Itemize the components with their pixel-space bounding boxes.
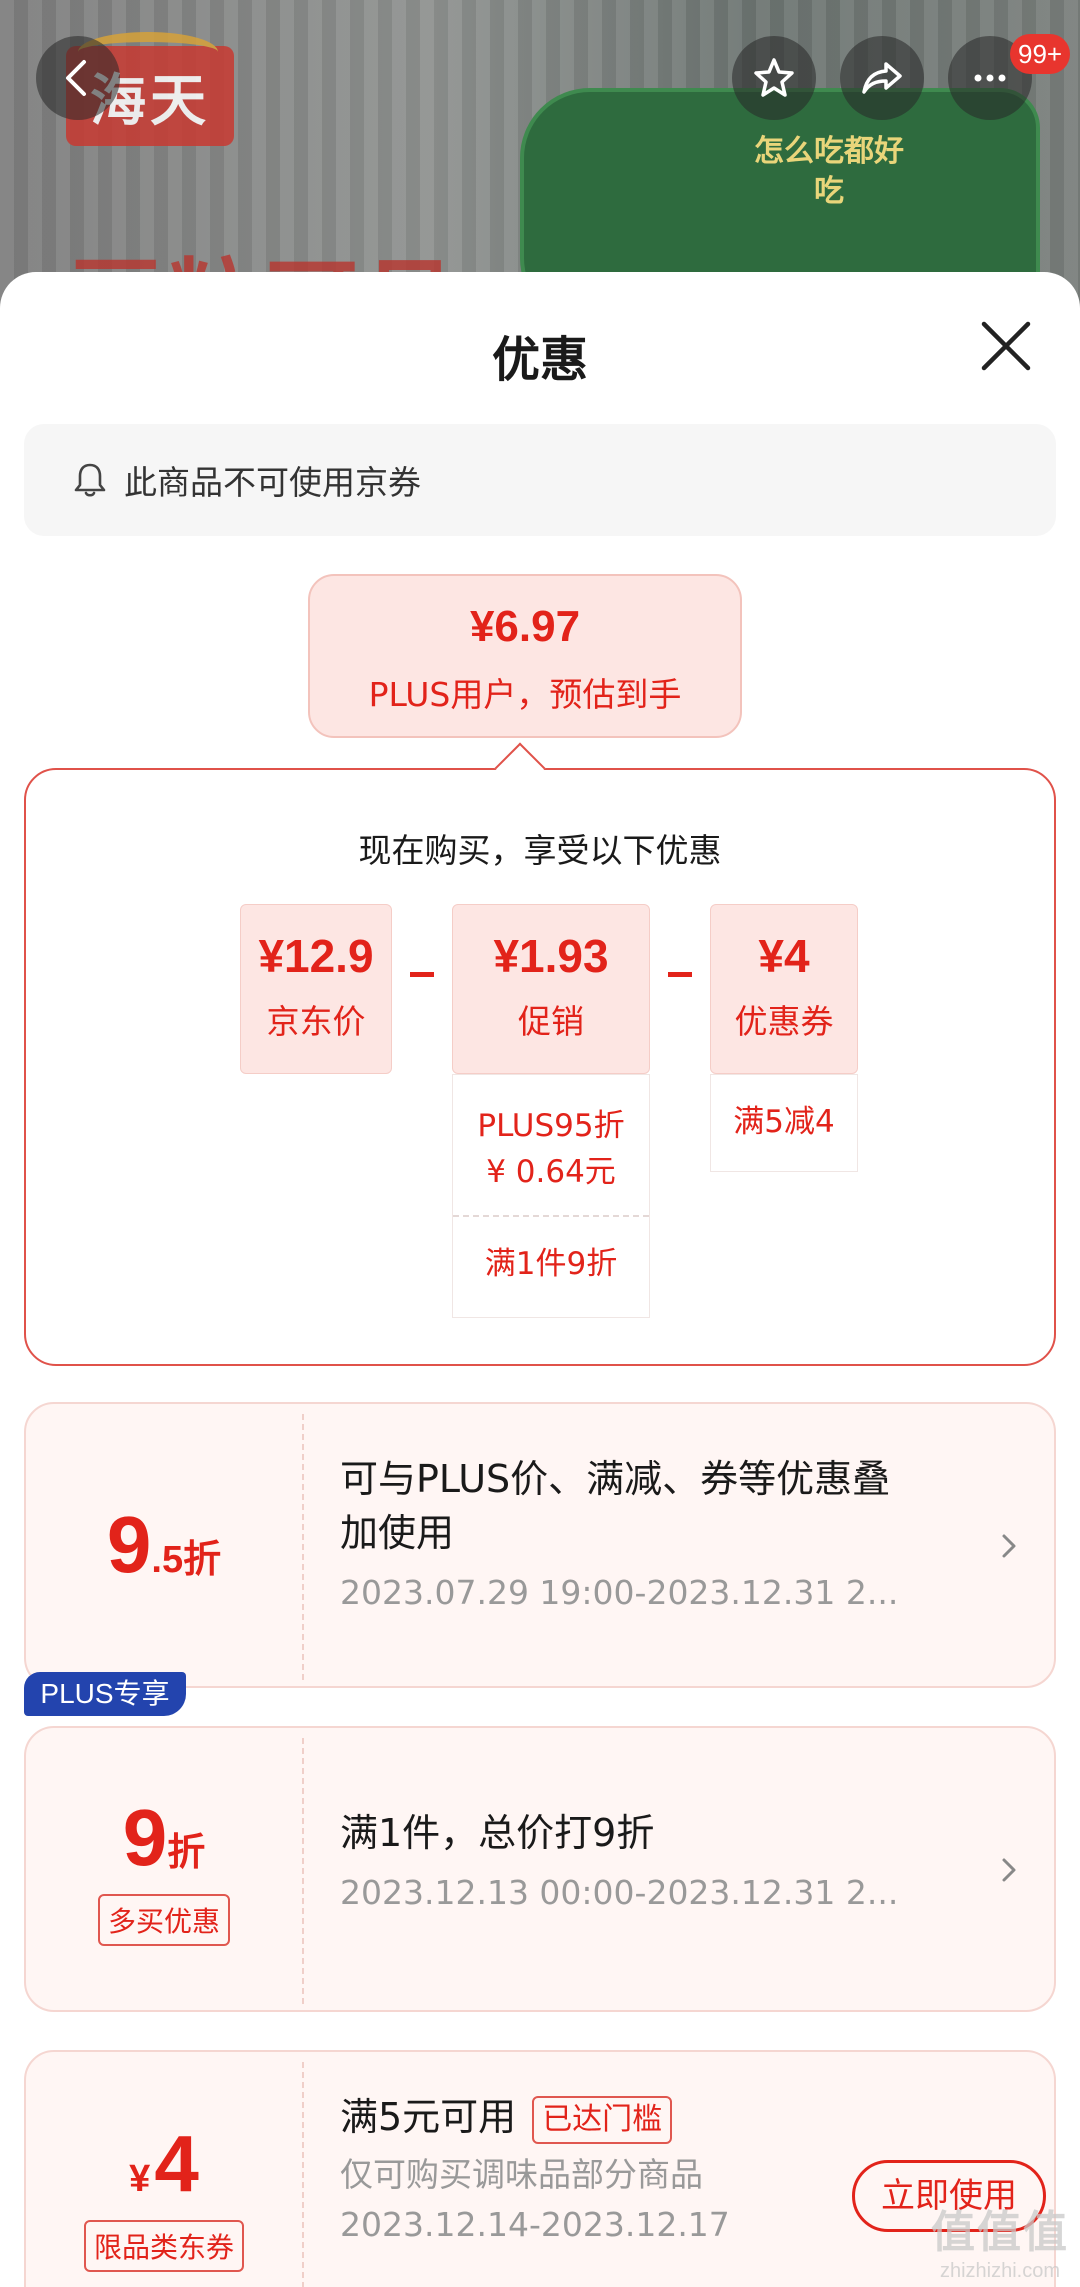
base-price-amount: ¥12.9: [258, 930, 374, 982]
promo-cell: ¥1.93 促销: [452, 904, 650, 1074]
bell-icon: [74, 463, 106, 497]
back-arrow-icon: [66, 60, 86, 96]
base-price-label: 京东价: [266, 1002, 366, 1041]
discount-rate-number: 9: [106, 1500, 152, 1589]
coupon-amount: ¥4: [758, 930, 810, 982]
minus-sign: [668, 972, 692, 977]
coupon-scope: 仅可购买调味品部分商品: [340, 2155, 703, 2194]
estimated-price: ¥6.97: [469, 602, 581, 651]
multibuy-discount-info: 满1件，总价打9折 2023.12.13 00:00-2023.12.31 2.…: [340, 1806, 900, 1916]
discount-rate-suffix: 折: [167, 1832, 206, 1874]
card-divider: [302, 2062, 304, 2287]
close-icon[interactable]: [976, 316, 1036, 376]
offer-title: 可与PLUS价、满减、券等优惠叠加使用: [340, 1457, 891, 1555]
sheet-title: 优惠: [491, 332, 588, 388]
threshold-met-tag: 已达门槛: [532, 2095, 673, 2144]
promo-detail-multibuy: 满1件9折: [453, 1215, 649, 1319]
product-label: 怎么吃都好吃: [754, 134, 904, 209]
watermark-url: zhizhizhi.com: [939, 2260, 1061, 2282]
discount-rate-number: 9: [122, 1793, 168, 1882]
watermark-logo: 值值值: [931, 2207, 1069, 2258]
more-dots-icon: [974, 74, 1006, 82]
discount-sheet: 优惠 此商品不可使用京券 ¥6.97 PLUS用户，预估到手 现在购买，享受以下…: [0, 272, 1080, 2287]
favorite-button[interactable]: [732, 36, 816, 120]
minus-sign: [410, 972, 434, 977]
message-count-badge: 99+: [1010, 34, 1071, 74]
share-button[interactable]: [840, 36, 924, 120]
offer-period: 2023.07.29 19:00-2023.12.31 2...: [340, 1573, 899, 1612]
multibuy-tag: 多买优惠: [97, 1894, 230, 1946]
coupon-label: 优惠券: [734, 1002, 834, 1041]
offer-period: 2023.12.13 00:00-2023.12.31 2...: [340, 1873, 899, 1912]
plus-exclusive-tag: PLUS专享: [24, 1672, 186, 1716]
use-coupon-button[interactable]: 立即使用: [852, 2160, 1046, 2232]
plus-discount-card[interactable]: 9.5折 可与PLUS价、满减、券等优惠叠加使用 2023.07.29 19:0…: [24, 1402, 1056, 1688]
coupon-period: 2023.12.14-2023.12.17: [340, 2205, 730, 2244]
coupon-notice: 此商品不可使用京券: [24, 424, 1056, 536]
offer-title: 满1件，总价打9折: [340, 1811, 655, 1855]
coupon-threshold: 满5元可用: [340, 2095, 517, 2139]
chevron-right-icon: [1002, 1534, 1016, 1558]
estimated-price-label: PLUS用户，预估到手: [368, 675, 682, 714]
card-divider: [302, 1414, 304, 1680]
discount-rate-suffix: .5折: [151, 1539, 222, 1581]
coupon-threshold-row: 满5元可用已达门槛: [340, 2090, 900, 2144]
coupon-value: ¥4 限品类东券: [26, 2052, 302, 2287]
currency-symbol: ¥: [129, 2158, 151, 2200]
coupon-detail-threshold: 满5减4: [733, 1104, 835, 1140]
discount-rate: 9.5折: [107, 1499, 221, 1591]
base-price-cell: ¥12.9 京东价: [240, 904, 392, 1074]
coupon-face-value: ¥4: [129, 2118, 199, 2210]
plus-discount-value: 9.5折: [26, 1404, 302, 1686]
site-watermark: 值值值 zhizhizhi.com: [930, 2196, 1070, 2283]
promo-details: PLUS95折 ¥ 0.64元 满1件9折: [452, 1074, 650, 1318]
notice-text: 此商品不可使用京券: [124, 463, 421, 502]
category-coupon-card: ¥4 限品类东券 满5元可用已达门槛 仅可购买调味品部分商品 2023.12.1…: [24, 2050, 1056, 2287]
coupon-value-number: 4: [154, 2119, 199, 2208]
coupon-type-tag: 限品类东券: [83, 2220, 244, 2272]
promo-label: 促销: [518, 1002, 584, 1041]
plus-discount-info: 可与PLUS价、满减、券等优惠叠加使用 2023.07.29 19:00-202…: [340, 1452, 900, 1616]
breakdown-title: 现在购买，享受以下优惠: [358, 831, 722, 870]
coupon-cell: ¥4 优惠券: [710, 904, 858, 1074]
chevron-right-icon: [1002, 1858, 1016, 1882]
back-button[interactable]: [36, 36, 120, 120]
promo-amount: ¥1.93: [493, 930, 609, 982]
promo-detail-plus: PLUS95折 ¥ 0.64元: [477, 1108, 625, 1190]
share-icon: [862, 62, 902, 94]
estimated-price-box: ¥6.97 PLUS用户，预估到手: [308, 574, 742, 738]
star-icon: [754, 58, 794, 97]
card-divider: [302, 1738, 304, 2004]
coupon-info: 满5元可用已达门槛 仅可购买调味品部分商品 2023.12.14-2023.12…: [340, 2090, 900, 2248]
coupon-details: 满5减4: [710, 1074, 858, 1172]
